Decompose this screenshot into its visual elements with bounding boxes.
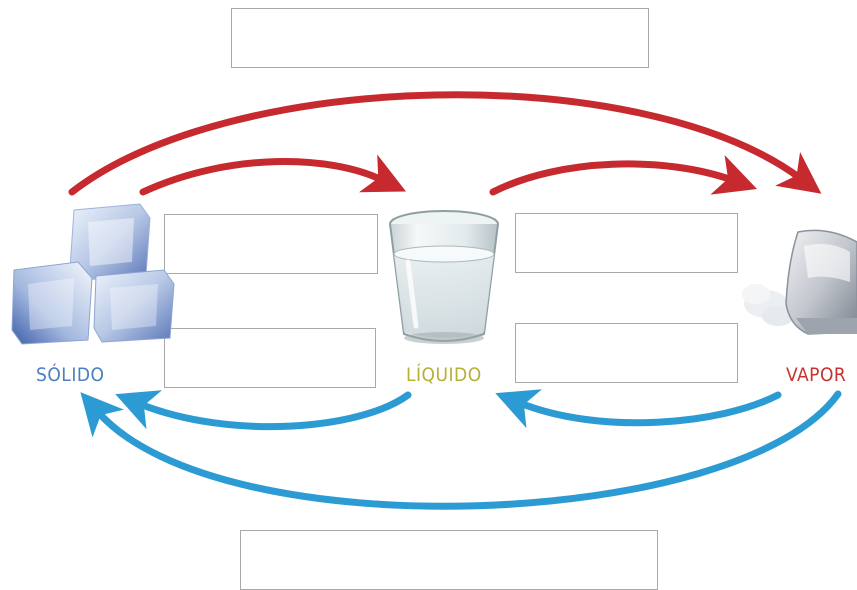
vapor-label: VAPOR [786,364,847,386]
arrow-condensation [495,389,782,429]
steam-iron-icon [742,229,857,335]
arrow-vaporization [489,155,758,196]
glass-of-water-icon [389,210,499,344]
solid-label: SÓLIDO [36,364,105,386]
arrow-sublimation [68,91,822,196]
answer-box-liquid-vapor-top[interactable] [515,213,738,273]
liquid-label: LÍQUIDO [406,364,482,386]
answer-box-liquid-vapor-bottom[interactable] [515,323,738,383]
answer-box-bottom[interactable] [240,530,658,590]
arrow-deposition [80,390,842,510]
answer-box-top[interactable] [231,8,649,68]
ice-cubes-icon [11,203,175,345]
arrow-fusion [139,154,406,196]
answer-box-solid-liquid-bottom[interactable] [164,328,376,388]
arrow-solidification [115,390,412,431]
answer-box-solid-liquid-top[interactable] [164,214,378,274]
